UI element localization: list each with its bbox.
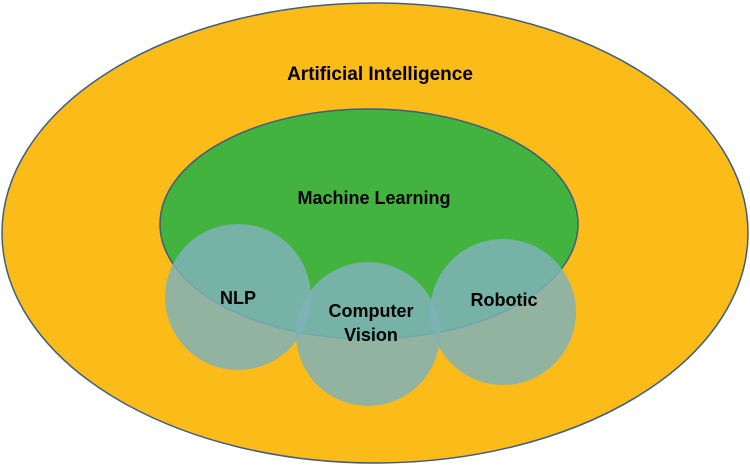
artificial-intelligence-label: Artificial Intelligence: [287, 64, 473, 85]
computer-vision-label-line: Computer: [329, 301, 414, 321]
machine-learning-label: Machine Learning: [297, 188, 450, 208]
nlp-label-line: NLP: [220, 288, 256, 308]
robotic-circle: [430, 239, 576, 385]
nlp-circle: [165, 224, 311, 370]
robotic-label: Robotic: [471, 290, 538, 310]
nlp-label: NLP: [220, 288, 256, 308]
computer-vision-circle: [296, 262, 440, 406]
computer-vision-label-line: Vision: [344, 325, 398, 345]
robotic-label-line: Robotic: [471, 290, 538, 310]
